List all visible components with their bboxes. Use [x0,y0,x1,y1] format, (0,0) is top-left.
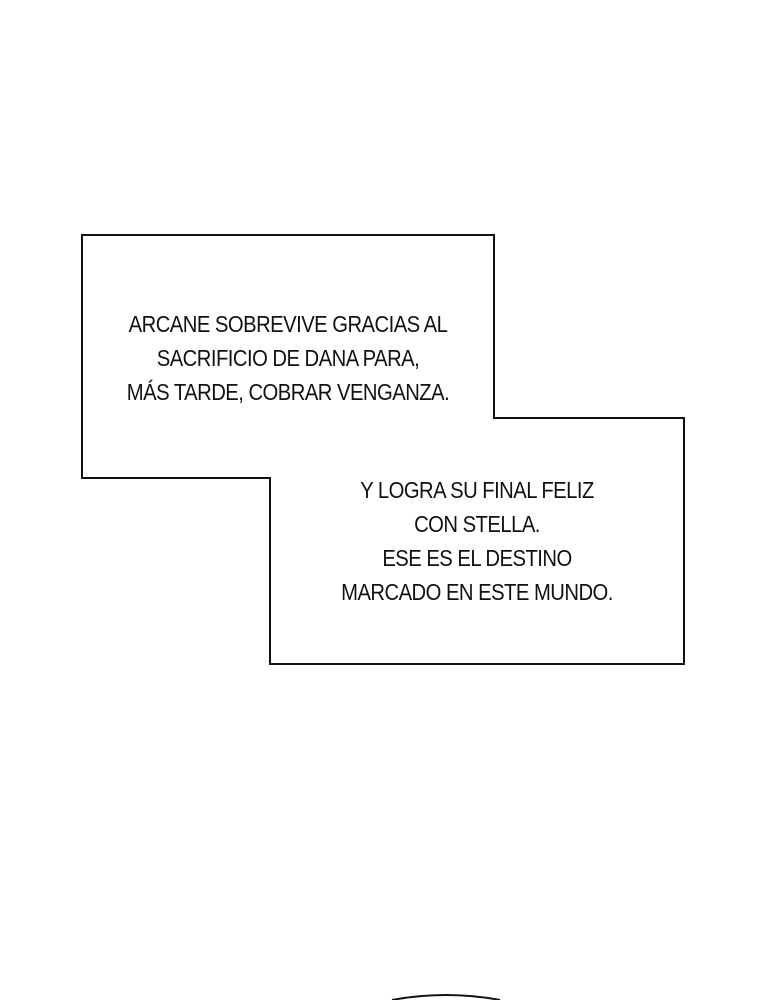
caption-1-line: ARCANE SOBREVIVE GRACIAS AL [128,311,448,337]
narration-box-border [81,234,685,665]
speech-bubble-top-arc [391,994,501,1000]
narration-caption-1: ARCANE SOBREVIVE GRACIAS AL SACRIFICIO D… [107,307,470,409]
caption-1-line: SACRIFICIO DE DANA PARA, [156,345,420,371]
caption-2-line: MARCADO EN ESTE MUNDO. [341,579,613,605]
caption-2-line: ESE ES EL DESTINO [382,545,572,571]
caption-1-line: MÁS TARDE, COBRAR VENGANZA. [126,379,450,405]
caption-2-line: Y LOGRA SU FINAL FELIZ [360,477,594,503]
caption-2-line: CON STELLA. [414,511,540,537]
narration-caption-2: Y LOGRA SU FINAL FELIZ CON STELLA. ESE E… [295,473,659,609]
